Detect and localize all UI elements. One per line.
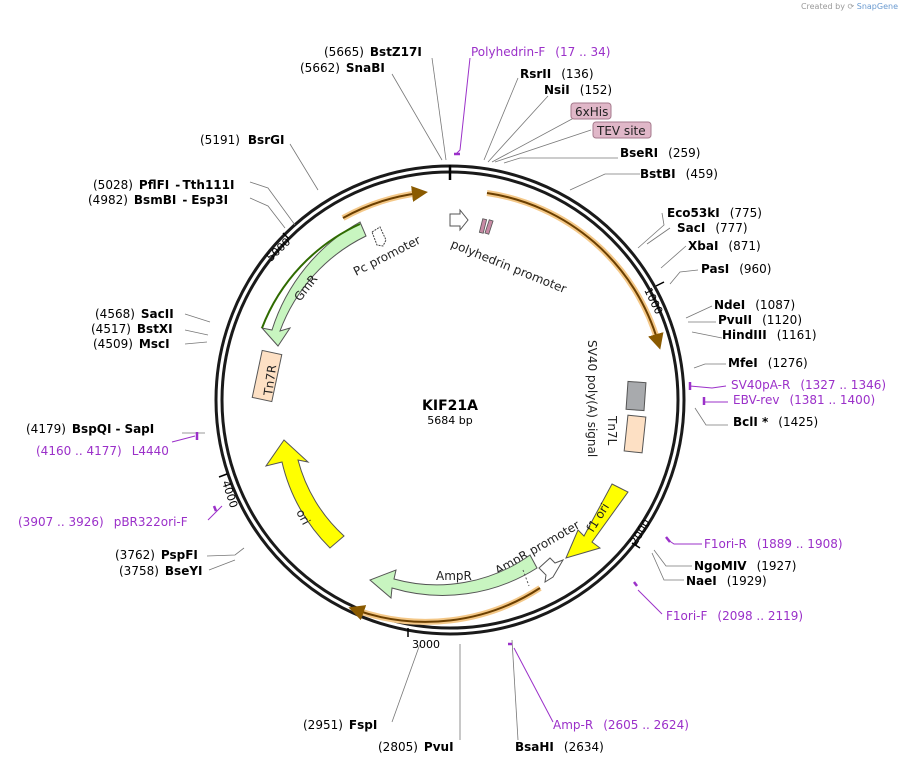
site-naei: NaeI(1929) (686, 574, 767, 588)
site-eco53ki: Eco53kI(775) (667, 206, 762, 220)
primer-ebv-rev: EBV-rev(1381 .. 1400) (733, 393, 875, 407)
feature-tag-marks (478, 218, 494, 235)
svg-text:2000: 2000 (628, 517, 654, 548)
svg-text:3000: 3000 (412, 638, 440, 651)
feature-sv40-label: SV40 poly(A) signal (585, 340, 599, 457)
feature-polyhedrin-promoter-label: polyhedrin promoter (449, 237, 569, 296)
feature-ampr-promoter-arrow (538, 557, 565, 583)
tick-2000: 2000 (628, 517, 654, 549)
feature-ori: ori (264, 439, 345, 549)
orf-arc-top-left (341, 190, 421, 221)
snapgene-credit: Created by ⟳ SnapGene (801, 2, 898, 11)
primer-f1ori-r: F1ori-R(1889 .. 1908) (704, 537, 843, 551)
site-xbai: XbaI(871) (688, 239, 761, 253)
feature-tn7l-label: Tn7L (605, 415, 619, 446)
site-bseri: BseRI(259) (620, 146, 700, 160)
site-bstbi: BstBI(459) (640, 167, 718, 181)
credit-brand: SnapGene (856, 2, 898, 11)
feature-ampr: AmpR (369, 554, 538, 600)
credit-prefix: Created by (800, 2, 845, 11)
site-mfei: MfeI(1276) (728, 356, 808, 370)
feature-pc-promoter-arrow (371, 226, 387, 247)
site-pasi: PasI(960) (701, 262, 771, 276)
primer-sv40pa-r: SV40pA-R(1327 .. 1346) (731, 378, 886, 392)
site-saci: SacI(777) (677, 221, 748, 235)
feature-ampr-promoter-label: AmpR promoter (493, 518, 583, 578)
site-pvuii: PvuII(1120) (718, 313, 802, 327)
svg-text:6xHis: 6xHis (575, 105, 608, 119)
feature-sv40-polya (625, 380, 647, 412)
primer-pbr322ori-f: (3907 .. 3926)pBR322ori-F (18, 515, 188, 529)
site-pspfi: (3762)PspFI (115, 548, 198, 562)
snapgene-logo-icon: ⟳ (847, 2, 855, 11)
primer-leaders (171, 57, 728, 723)
site-pvui: (2805)PvuI (378, 740, 454, 754)
feature-pc-promoter-label: Pc promoter (351, 233, 423, 279)
site-bsrgi: (5191)BsrGI (200, 133, 284, 147)
site-pflfi-tth111i: (5028)PflFI-Tth111I (93, 178, 234, 192)
primer-marks (195, 152, 706, 646)
primer-polyhedrin-f: Polyhedrin-F(17 .. 34) (471, 45, 610, 59)
tag-6xhis: 6xHis (570, 102, 612, 120)
feature-tn7l (623, 414, 647, 454)
svg-text:Tn7R: Tn7R (261, 364, 279, 398)
site-bsmbi-esp3i: (4982)BsmBI-Esp3I (88, 193, 228, 207)
site-ngomiv: NgoMIV(1927) (694, 559, 796, 573)
site-bseyi: (3758)BseYI (119, 564, 203, 578)
leader-lines (182, 57, 728, 741)
tag-tev-site: TEV site (592, 121, 652, 139)
svg-text:ori: ori (293, 507, 313, 527)
site-sacii: (4568)SacII (95, 307, 174, 321)
site-fspi: (2951)FspI (303, 718, 377, 732)
feature-polyhedrin-promoter-arrow (449, 208, 469, 232)
feature-tn7r: Tn7R (251, 349, 283, 403)
site-snabi: (5662)SnaBI (300, 61, 385, 75)
site-nsii: NsiI(152) (544, 83, 612, 97)
site-rsrii: RsrII(136) (520, 67, 594, 81)
site-bsahi: BsaHI(2634) (515, 740, 604, 754)
primer-amp-r: Amp-R(2605 .. 2624) (553, 718, 689, 732)
svg-text:TEV site: TEV site (596, 124, 646, 138)
site-bspqi-sapi: (4179)BspQI-SapI (26, 422, 154, 436)
site-bstz17i: (5665)BstZ17I (324, 45, 422, 59)
primer-l4440: (4160 .. 4177)L4440 (36, 444, 169, 458)
site-hindiii: HindIII(1161) (722, 328, 817, 342)
site-bstxi: (4517)BstXI (91, 322, 173, 336)
site-bcli: BclI *(1425) (733, 415, 818, 429)
plasmid-name: KIF21A (422, 398, 478, 414)
site-msci: (4509)MscI (93, 337, 170, 351)
svg-text:AmpR: AmpR (436, 569, 472, 583)
site-ndei: NdeI(1087) (714, 298, 795, 312)
plasmid-size: 5684 bp (427, 414, 472, 427)
primer-f1ori-f: F1ori-F(2098 .. 2119) (666, 609, 803, 623)
